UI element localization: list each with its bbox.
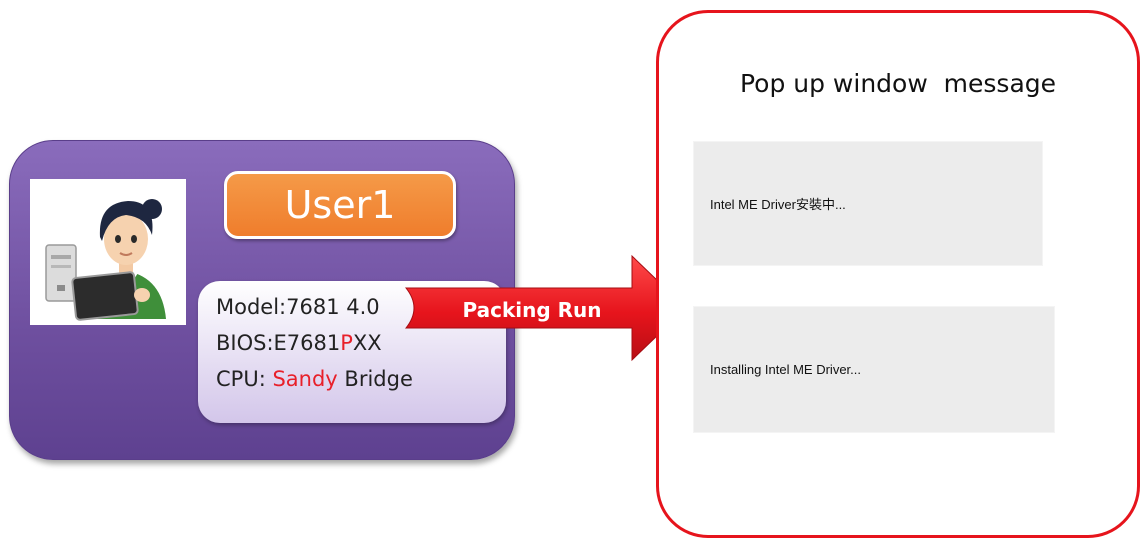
model-line: Model:7681 4.0	[216, 295, 380, 319]
cpu-line: CPU: Sandy Bridge	[216, 367, 413, 391]
cpu-suffix: Bridge	[337, 367, 413, 391]
bios-suffix: XX	[352, 331, 382, 355]
popup-title: Pop up window message	[739, 69, 1057, 98]
avatar-illustration	[45, 199, 166, 321]
popup-message-2: Installing Intel ME Driver...	[693, 306, 1055, 433]
packing-run-label: Packing Run	[462, 298, 602, 322]
popup-message-1: Intel ME Driver安裝中...	[693, 141, 1043, 266]
cpu-prefix: CPU:	[216, 367, 273, 391]
user-with-pc-icon	[30, 179, 186, 325]
bios-prefix: BIOS:E7681	[216, 331, 341, 355]
cpu-highlight: Sandy	[272, 367, 338, 391]
bios-line: BIOS:E7681PXX	[216, 331, 382, 355]
popup-frame: Pop up window message Intel ME Driver安裝中…	[656, 10, 1140, 538]
user-name-badge: User1	[224, 171, 456, 239]
bios-highlight: P	[340, 331, 353, 355]
